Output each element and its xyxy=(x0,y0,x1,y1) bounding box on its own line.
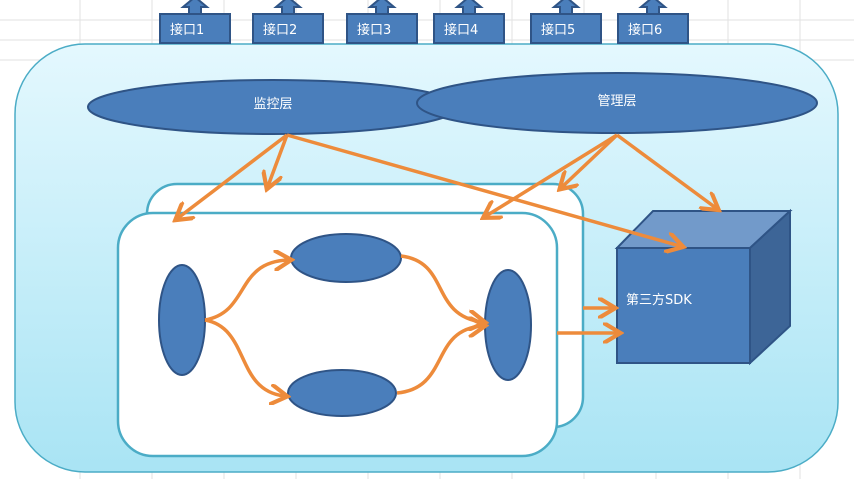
up-arrow-icon xyxy=(638,0,668,15)
up-arrow-icon xyxy=(273,0,303,15)
node-top xyxy=(290,233,402,283)
interface-6: 接口6 xyxy=(617,0,689,44)
monitor-layer-label: 监控层 xyxy=(253,97,292,112)
node-bottom xyxy=(287,369,397,417)
interface-box xyxy=(530,13,602,44)
interface-label: 接口2 xyxy=(263,22,297,38)
interface-label: 接口6 xyxy=(628,22,662,38)
interface-box xyxy=(252,13,324,44)
sdk-cube xyxy=(614,208,793,366)
interface-4: 接口4 xyxy=(433,0,505,44)
inner-nodes xyxy=(158,233,532,417)
interface-5: 接口5 xyxy=(530,0,602,44)
up-arrow-icon xyxy=(551,0,581,15)
interface-3: 接口3 xyxy=(346,0,418,44)
management-layer xyxy=(416,72,818,134)
up-arrow-icon xyxy=(367,0,397,15)
management-layer-label: 管理层 xyxy=(597,94,636,109)
interface-box xyxy=(346,13,418,44)
interface-label: 接口3 xyxy=(357,22,391,38)
sdk-label: 第三方SDK xyxy=(626,292,692,308)
interface-label: 接口5 xyxy=(541,22,575,38)
interface-box xyxy=(159,13,231,44)
up-arrow-icon xyxy=(454,0,484,15)
interface-1: 接口1 xyxy=(159,0,231,44)
interface-label: 接口1 xyxy=(170,22,204,38)
arrows xyxy=(178,133,716,396)
interface-2: 接口2 xyxy=(252,0,324,44)
interface-box xyxy=(617,13,689,44)
interface-label: 接口4 xyxy=(444,22,478,38)
up-arrow-icon xyxy=(180,0,210,15)
interface-box xyxy=(433,13,505,44)
node-right xyxy=(484,269,532,381)
node-left xyxy=(158,264,206,376)
